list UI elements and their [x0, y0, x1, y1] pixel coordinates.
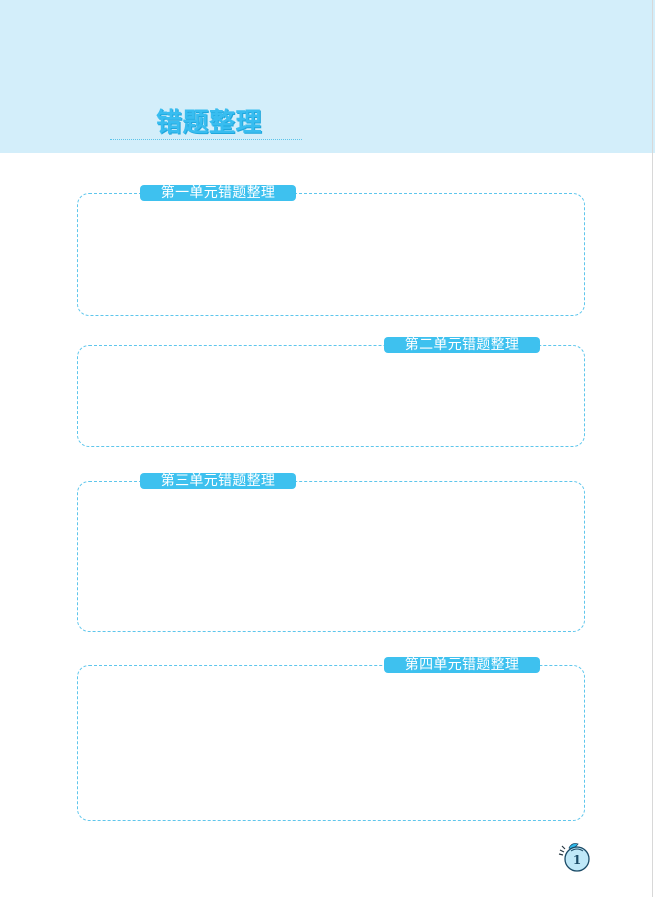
- section-label-unit-1: 第一单元错题整理: [140, 185, 296, 201]
- section-unit-2: 第二单元错题整理: [77, 337, 585, 447]
- section-label-unit-4: 第四单元错题整理: [384, 657, 540, 673]
- page-edge-line: [652, 0, 653, 897]
- page-number: 1: [572, 853, 582, 867]
- apple-page-badge-icon: [558, 843, 590, 872]
- header-band: [0, 0, 655, 153]
- section-unit-3: 第三单元错题整理: [77, 473, 585, 632]
- section-label-unit-3: 第三单元错题整理: [140, 473, 296, 489]
- section-label-unit-2: 第二单元错题整理: [384, 337, 540, 353]
- section-unit-4: 第四单元错题整理: [77, 657, 585, 821]
- title-underline: [110, 139, 302, 140]
- section-unit-1: 第一单元错题整理: [77, 185, 585, 316]
- page-title: 错题整理: [156, 108, 263, 138]
